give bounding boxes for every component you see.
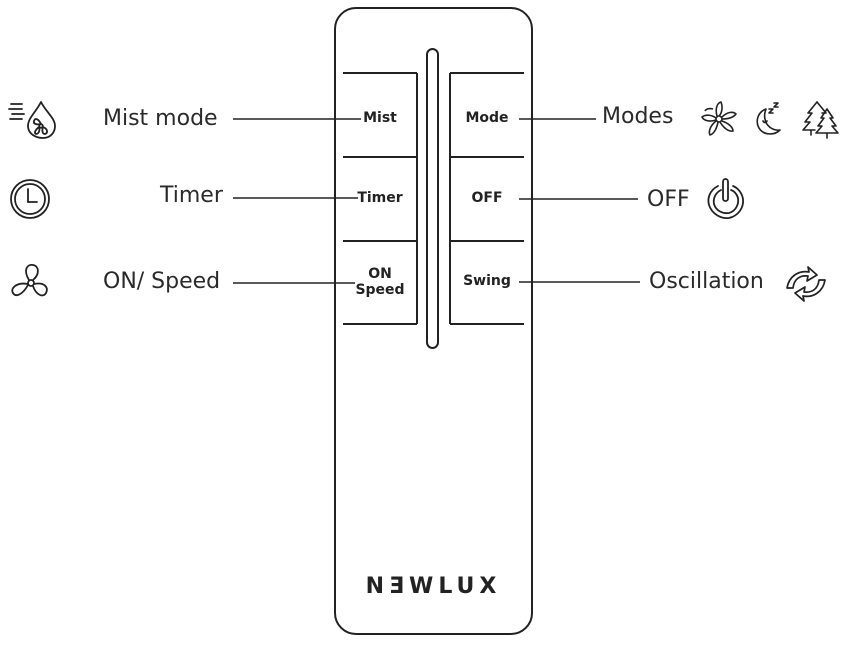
mist-button[interactable]: Mist: [363, 110, 397, 126]
mist-fan-icon: [8, 98, 58, 140]
on-speed-button[interactable]: ON Speed: [343, 266, 417, 298]
clock-icon: [9, 178, 51, 220]
sleep-moon-icon: [752, 101, 786, 137]
off-button[interactable]: OFF: [471, 190, 503, 206]
fan-blades-icon: [699, 99, 739, 139]
mode-button[interactable]: Mode: [465, 110, 509, 126]
led-indicator-slot: [426, 48, 439, 349]
nature-tree-icon: [800, 99, 840, 139]
power-icon: [705, 176, 747, 222]
remote-control-body: [334, 7, 533, 635]
on-speed-button-line2: Speed: [355, 282, 405, 298]
timer-label: Timer: [160, 183, 223, 208]
oscillation-arrows-icon: [783, 264, 829, 304]
mist-mode-label: Mist mode: [103, 106, 218, 131]
fan-icon: [9, 262, 53, 304]
brand-logo: NƎWLUX: [365, 574, 502, 599]
off-label: OFF: [647, 187, 690, 212]
oscillation-label: Oscillation: [649, 269, 764, 294]
on-speed-label: ON/ Speed: [103, 269, 221, 294]
on-speed-button-line1: ON: [368, 266, 392, 282]
swing-button[interactable]: Swing: [463, 273, 511, 289]
modes-label: Modes: [602, 104, 674, 129]
timer-button[interactable]: Timer: [357, 190, 403, 206]
